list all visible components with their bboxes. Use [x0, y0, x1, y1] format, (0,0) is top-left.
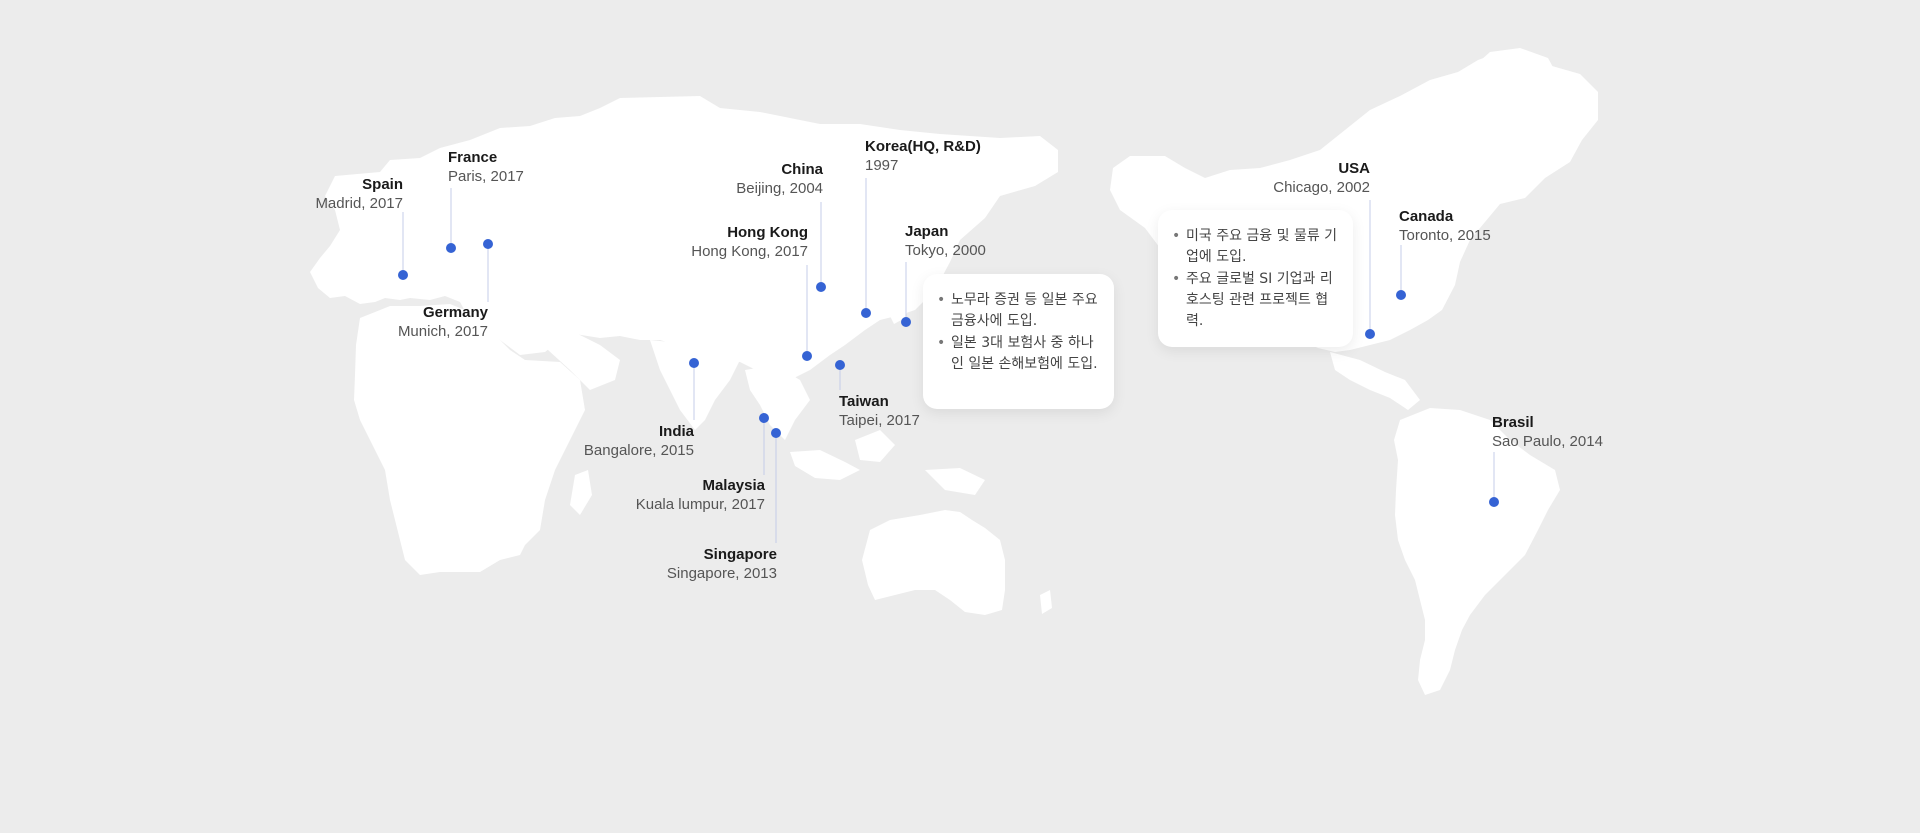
- location-detail: 1997: [865, 157, 899, 174]
- location-marker-hongkong: [802, 351, 812, 361]
- location-name: China: [781, 161, 823, 178]
- location-name: Malaysia: [702, 477, 765, 494]
- location-label-usa: USA Chicago, 2002: [1273, 159, 1370, 197]
- location-detail: Madrid, 2017: [315, 195, 403, 212]
- location-detail: Singapore, 2013: [666, 565, 777, 582]
- india-landmass: [650, 340, 740, 430]
- callout-item: 노무라 증권 등 일본 주요 금융사에 도입.: [937, 290, 1100, 332]
- location-name: Taiwan: [839, 393, 889, 410]
- location-marker-malaysia: [759, 413, 769, 423]
- location-detail: Chicago, 2002: [1273, 179, 1370, 196]
- location-detail: Hong Kong, 2017: [691, 243, 808, 260]
- central-america: [1330, 352, 1420, 410]
- location-marker-canada: [1396, 290, 1406, 300]
- callout-list: 노무라 증권 등 일본 주요 금융사에 도입. 일본 3대 보험사 중 하나인 …: [937, 290, 1100, 375]
- location-marker-usa: [1365, 329, 1375, 339]
- location-name: USA: [1338, 160, 1370, 177]
- location-detail: Taipei, 2017: [839, 412, 920, 429]
- callout-item: 미국 주요 금융 및 물류 기업에 도입.: [1172, 226, 1339, 268]
- location-name: Spain: [362, 176, 403, 193]
- location-name: Canada: [1399, 208, 1454, 225]
- madagascar: [570, 470, 592, 515]
- location-label-hongkong: Hong Kong Hong Kong, 2017: [691, 223, 808, 261]
- british-isles: [400, 192, 428, 226]
- location-name: Germany: [422, 304, 488, 321]
- location-marker-taiwan: [835, 360, 845, 370]
- location-label-china: China Beijing, 2004: [736, 160, 823, 198]
- location-name: Japan: [905, 223, 949, 240]
- location-marker-korea: [861, 308, 871, 318]
- location-label-germany: Germany Munich, 2017: [398, 303, 488, 341]
- location-label-korea: Korea(HQ, R&D) 1997: [865, 137, 981, 175]
- location-marker-france: [446, 243, 456, 253]
- callout-list: 미국 주요 금융 및 물류 기업에 도입. 주요 글로벌 SI 기업과 리호스팅…: [1172, 226, 1339, 332]
- australia-landmass: [862, 510, 1005, 615]
- location-marker-brasil: [1489, 497, 1499, 507]
- location-marker-india: [689, 358, 699, 368]
- location-label-brasil: Brasil Sao Paulo, 2014: [1492, 413, 1603, 451]
- location-detail: Bangalore, 2015: [583, 442, 694, 459]
- location-name: Korea(HQ, R&D): [865, 138, 981, 155]
- location-label-japan: Japan Tokyo, 2000: [905, 222, 986, 260]
- location-label-france: France Paris, 2017: [448, 148, 524, 186]
- new-guinea: [925, 468, 985, 495]
- location-marker-germany: [483, 239, 493, 249]
- new-zealand: [1040, 590, 1052, 614]
- location-detail: Toronto, 2015: [1399, 227, 1491, 244]
- location-name: India: [658, 423, 694, 440]
- location-marker-singapore: [771, 428, 781, 438]
- callout-item: 주요 글로벌 SI 기업과 리호스팅 관련 프로젝트 협력.: [1172, 269, 1339, 332]
- location-label-india: India Bangalore, 2015: [584, 422, 694, 460]
- callout-usa: 미국 주요 금융 및 물류 기업에 도입. 주요 글로벌 SI 기업과 리호스팅…: [1158, 210, 1353, 347]
- south-america-landmass: [1394, 408, 1560, 695]
- location-name: France: [448, 149, 498, 166]
- greenland: [1470, 48, 1560, 108]
- location-label-malaysia: Malaysia Kuala lumpur, 2017: [636, 476, 765, 514]
- location-label-singapore: Singapore Singapore, 2013: [667, 545, 777, 583]
- location-label-spain: Spain Madrid, 2017: [315, 175, 403, 213]
- location-name: Hong Kong: [727, 224, 808, 241]
- africa-landmass: [354, 304, 585, 575]
- location-detail: Paris, 2017: [448, 168, 524, 185]
- location-marker-china: [816, 282, 826, 292]
- location-marker-spain: [398, 270, 408, 280]
- indonesia: [790, 450, 860, 480]
- location-detail: Kuala lumpur, 2017: [635, 496, 765, 513]
- scandinavia: [455, 130, 520, 180]
- location-detail: Sao Paulo, 2014: [1492, 433, 1603, 450]
- location-detail: Munich, 2017: [397, 323, 488, 340]
- location-name: Singapore: [703, 546, 777, 563]
- callout-japan: 노무라 증권 등 일본 주요 금융사에 도입. 일본 3대 보험사 중 하나인 …: [923, 274, 1114, 409]
- indochina: [745, 365, 810, 440]
- callout-item: 일본 3대 보험사 중 하나인 일본 손해보험에 도입.: [937, 333, 1100, 375]
- location-label-taiwan: Taiwan Taipei, 2017: [839, 392, 920, 430]
- arabia: [535, 325, 620, 390]
- location-marker-japan: [901, 317, 911, 327]
- borneo: [855, 430, 895, 462]
- location-detail: Tokyo, 2000: [905, 242, 986, 259]
- location-label-canada: Canada Toronto, 2015: [1399, 207, 1491, 245]
- location-detail: Beijing, 2004: [736, 180, 823, 197]
- location-markers: [398, 239, 1499, 507]
- leader-lines: [402, 178, 1495, 543]
- location-name: Brasil: [1492, 414, 1534, 431]
